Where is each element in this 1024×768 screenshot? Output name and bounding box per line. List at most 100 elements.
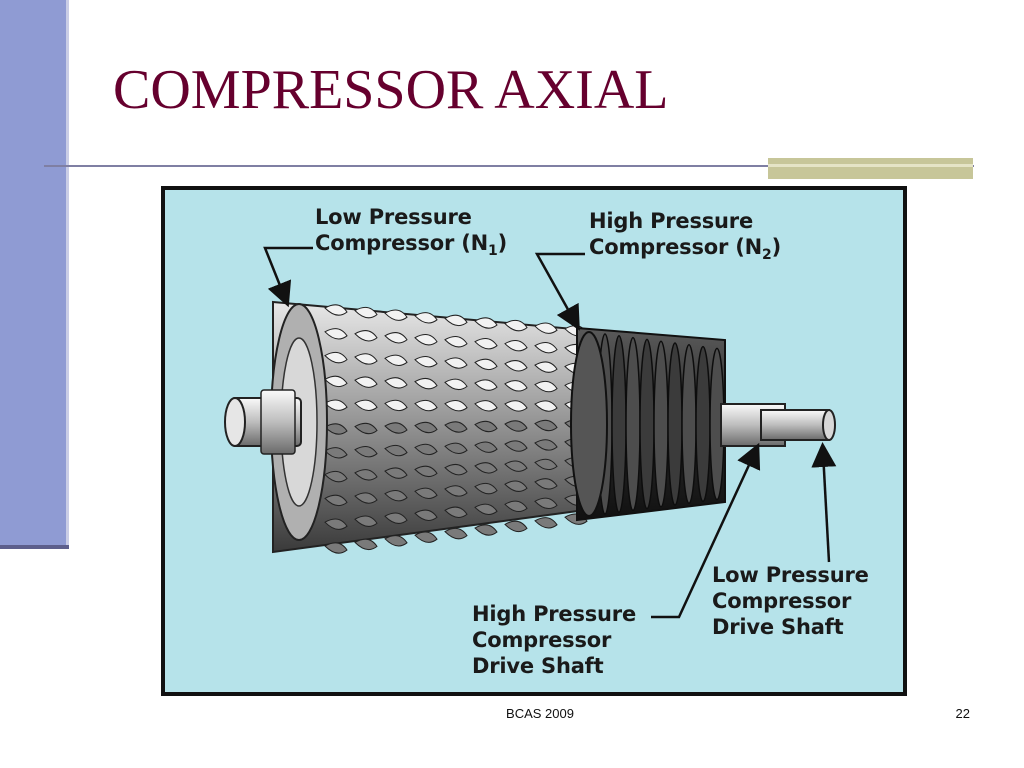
lp-blade [444, 506, 468, 518]
left-decor-bar-edge [66, 0, 69, 549]
lp-blade [354, 422, 378, 435]
lp-blade [414, 531, 438, 543]
lp-blade [444, 314, 468, 327]
hp-disc [653, 340, 669, 508]
lp-blade [414, 334, 438, 346]
lp-blade [384, 489, 408, 502]
title-underline [44, 165, 974, 167]
compressor-figure: Low Pressure Compressor (N1) High Pressu… [161, 186, 907, 696]
lp-blade [414, 312, 438, 324]
lp-blade [444, 399, 468, 412]
left-decor-bar [0, 0, 66, 545]
lp-blade [474, 503, 498, 515]
lp-blade [444, 378, 468, 391]
lp-blade [504, 360, 528, 372]
lp-blade [474, 420, 498, 433]
lp-blade [354, 330, 378, 342]
lp-blade [324, 542, 348, 554]
accent-block [768, 158, 973, 179]
lp-blade [324, 399, 348, 411]
compressor-illustration [224, 246, 837, 619]
lp-blade [534, 478, 558, 490]
label-hp-compressor: High Pressure Compressor (N2) [589, 209, 781, 264]
lp-blade [354, 306, 378, 319]
lp-blade [474, 482, 498, 495]
lp-blade [444, 527, 468, 540]
lp-blade [474, 338, 498, 350]
lp-blade [414, 399, 438, 412]
hp-disc [667, 342, 683, 506]
lp-blade [354, 538, 378, 551]
lp-blade [354, 492, 378, 504]
lp-blade [504, 480, 528, 492]
lp-blade [474, 524, 498, 536]
lp-blade [324, 304, 348, 316]
lp-compressor-rotor [270, 300, 588, 554]
lp-blade [324, 518, 348, 530]
left-decor-bar-shadow [0, 545, 69, 549]
lp-blade [474, 317, 498, 329]
lp-blade [384, 444, 408, 457]
lp-blade [384, 309, 408, 321]
lp-blade [504, 380, 528, 392]
lp-blade [504, 400, 528, 412]
lp-blade [534, 400, 558, 412]
lp-blade [384, 512, 408, 524]
label-lp-compressor: Low Pressure Compressor (N1) [315, 205, 507, 260]
lp-blade [504, 420, 528, 432]
lp-blade [504, 460, 528, 472]
lp-blade [354, 353, 378, 365]
lp-blade [324, 351, 348, 364]
lp-blade [414, 355, 438, 368]
lp-blade [414, 509, 438, 521]
label-lp-drive-shaft: Low Pressure Compressor Drive Shaft [712, 563, 869, 639]
lp-blade [534, 458, 558, 471]
lp-blade [324, 447, 348, 459]
lp-blade [444, 336, 468, 348]
leader-lines [263, 246, 837, 619]
lp-blade [354, 399, 378, 412]
lp-blade [504, 319, 528, 332]
lp-blade [474, 379, 498, 391]
lp-blade [384, 422, 408, 434]
lp-blade [324, 470, 348, 483]
lp-blade [324, 375, 348, 388]
lp-blade [504, 440, 528, 452]
lp-blade [474, 400, 498, 412]
lp-blade [534, 439, 558, 451]
accent-stripe [768, 164, 973, 167]
lp-blade [384, 467, 408, 479]
lp-blade [534, 361, 558, 373]
lp-blade [324, 423, 348, 435]
lp-blade [534, 497, 558, 510]
lp-blade [384, 377, 408, 389]
lp-blade [474, 462, 498, 474]
lp-blade [414, 421, 438, 434]
rear-shafts [720, 403, 836, 447]
hp-disc [681, 344, 697, 504]
lp-blade [444, 463, 468, 476]
lp-blade [354, 515, 378, 527]
label-hp-drive-shaft: High Pressure Compressor Drive Shaft [472, 602, 637, 678]
lp-blade [384, 399, 408, 412]
lp-blade [534, 341, 558, 354]
hp-disc [695, 345, 711, 503]
lp-blade [444, 485, 468, 497]
lp-blade [474, 441, 498, 453]
lp-blade [504, 500, 528, 513]
hp-compressor-rotor [570, 326, 726, 522]
front-shaft [224, 389, 302, 455]
lp-blade [414, 487, 438, 500]
lp-blade [324, 328, 348, 340]
slide-title: COMPRESSOR AXIAL [113, 59, 669, 121]
lp-blade [534, 380, 558, 393]
lp-blade [414, 465, 438, 478]
lp-blade [384, 354, 408, 367]
lp-blade [444, 421, 468, 433]
lp-blade [354, 376, 378, 388]
lp-blade [354, 445, 378, 458]
lp-blade [504, 520, 528, 533]
lp-blade [414, 443, 438, 456]
lp-blade [354, 469, 378, 481]
lp-blade [474, 358, 498, 371]
